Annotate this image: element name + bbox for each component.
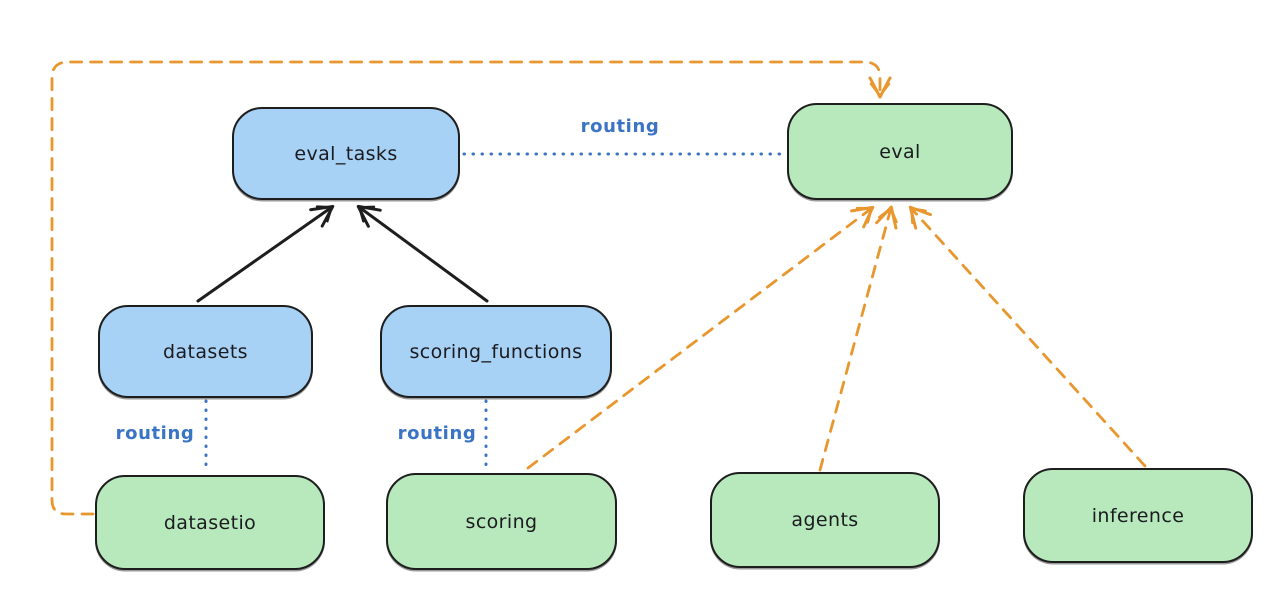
edge-label-routing-top: routing xyxy=(580,116,660,137)
node-inference-label: inference xyxy=(1091,504,1185,527)
edge-agents-to-eval xyxy=(818,205,898,472)
node-datasets-label: datasets xyxy=(163,340,248,363)
edge-inference-to-eval xyxy=(908,205,1147,468)
edge-datasets-to-eval_tasks xyxy=(196,204,335,303)
node-scoring-functions: scoring_functions xyxy=(380,305,612,398)
node-scoring: scoring xyxy=(386,473,617,570)
edge-datasetio-to-eval-loop xyxy=(50,60,892,516)
node-eval_tasks-label: eval_tasks xyxy=(294,142,398,165)
edge-label-routing-left: routing xyxy=(115,423,195,444)
node-datasetio-label: datasetio xyxy=(163,511,257,534)
node-datasetio: datasetio xyxy=(95,475,325,570)
node-eval-label: eval xyxy=(879,140,921,163)
node-eval_tasks: eval_tasks xyxy=(232,107,460,200)
node-scoring-label: scoring xyxy=(465,510,538,533)
node-eval: eval xyxy=(787,103,1013,200)
node-datasets: datasets xyxy=(98,305,313,398)
node-inference: inference xyxy=(1023,468,1253,563)
edge-label-routing-mid: routing xyxy=(397,423,477,444)
node-agents: agents xyxy=(710,472,940,568)
edge-scoring_functions-to-eval_tasks xyxy=(356,204,489,303)
node-scoring-functions-label: scoring_functions xyxy=(409,340,583,363)
node-agents-label: agents xyxy=(791,509,859,531)
